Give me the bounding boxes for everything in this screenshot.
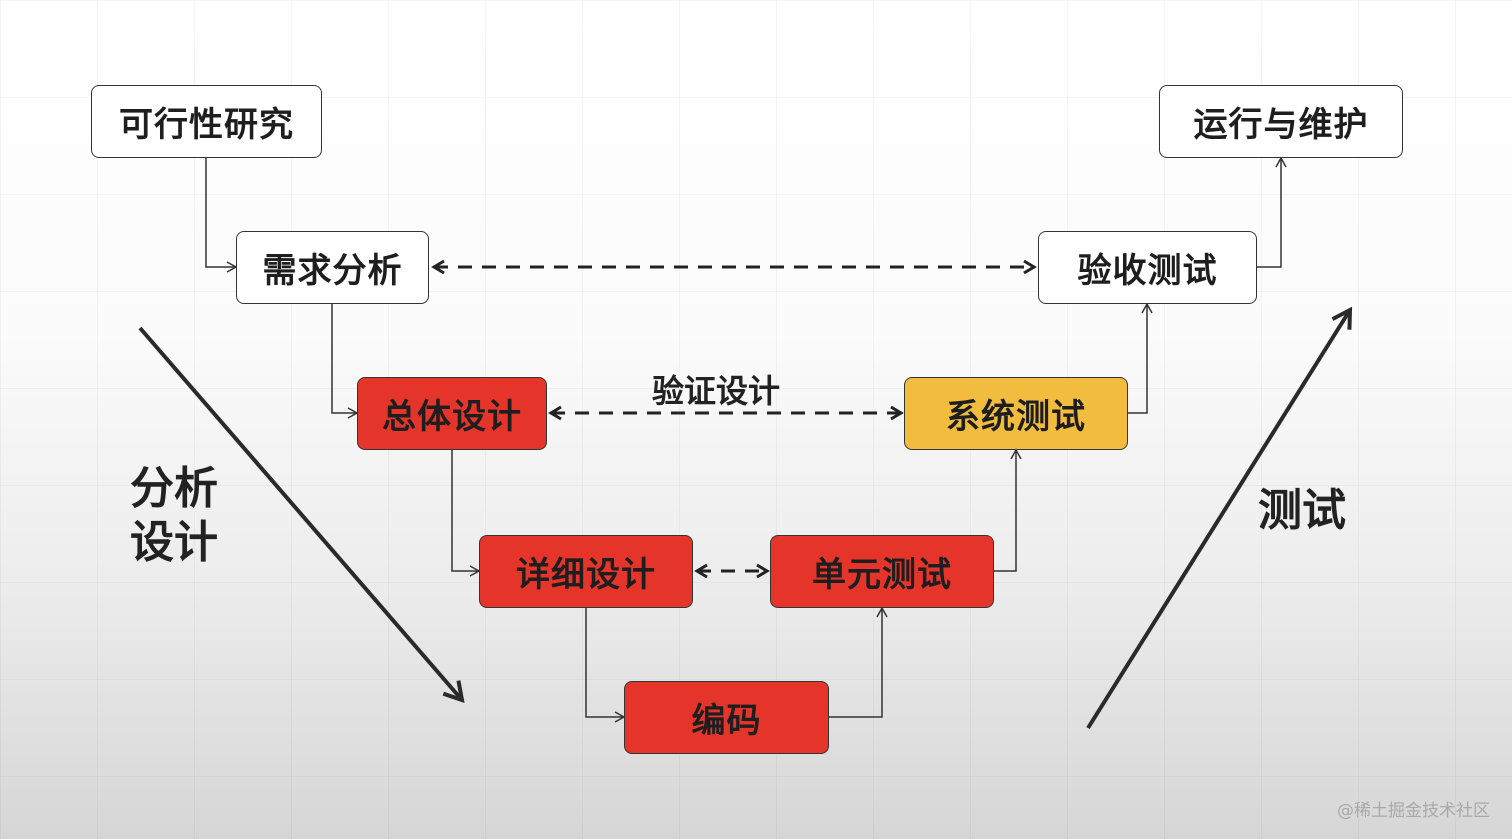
verify-design-label: 验证设计 [652, 372, 781, 410]
node-acceptance-test: 验收测试 [1038, 231, 1257, 304]
node-requirements-analysis: 需求分析 [236, 231, 429, 304]
analysis-descending-arrow [138, 326, 465, 703]
node-coding: 编码 [624, 681, 829, 754]
watermark: @稀土掘金技术社区 [1337, 801, 1490, 821]
node-unit-test: 单元测试 [770, 535, 994, 608]
node-system-test: 系统测试 [904, 377, 1128, 450]
link-coding-unit [829, 606, 888, 718]
testing-label: 测试 [1258, 485, 1346, 536]
analysis-label-line2: 设计 [130, 517, 218, 568]
link-acceptance-operation [1257, 156, 1287, 268]
link-unit-system [994, 448, 1022, 572]
link-feasibility-requirements [205, 157, 238, 273]
link-requirements-overall [331, 303, 359, 419]
analysis-label-line1: 分析 [130, 463, 218, 514]
analysis-design-label: 分析 设计 [130, 462, 218, 570]
link-system-acceptance [1128, 302, 1153, 414]
node-overall-design: 总体设计 [357, 377, 547, 450]
link-detailed-coding [585, 607, 626, 723]
node-detailed-design: 详细设计 [479, 535, 693, 608]
node-feasibility-study: 可行性研究 [91, 85, 322, 158]
testing-ascending-arrow [1086, 306, 1353, 730]
link-overall-detailed [451, 449, 481, 577]
node-operation-maintenance: 运行与维护 [1159, 85, 1403, 158]
